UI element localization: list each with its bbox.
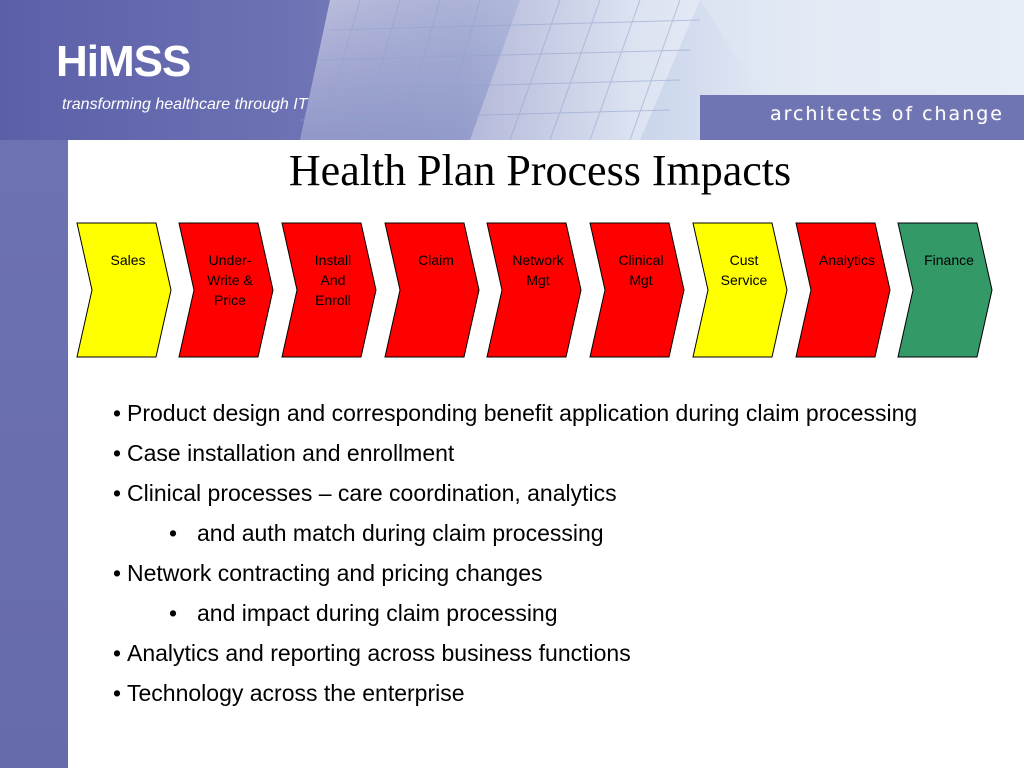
process-step-label: Finance xyxy=(924,252,974,268)
process-step-label: Sales xyxy=(110,252,146,268)
process-step-shape xyxy=(384,222,480,358)
bullet-list: Product design and corresponding benefit… xyxy=(113,398,993,718)
process-step-2: Install And Enroll xyxy=(281,222,377,358)
process-step-7: Analytics xyxy=(795,222,891,358)
process-step-shape xyxy=(589,222,685,358)
process-step-label: Install And Enroll xyxy=(314,252,352,308)
process-step-label: Cust Service xyxy=(720,252,768,288)
process-step-label: Under- Write & Price xyxy=(207,252,253,308)
process-step-shape xyxy=(897,222,993,358)
bullet-item: Analytics and reporting across business … xyxy=(113,638,993,669)
process-step-shape xyxy=(178,222,274,358)
himss-logo: HiMSS xyxy=(56,37,191,86)
logo-tagline: transforming healthcare through IT xyxy=(62,96,308,113)
process-step-0: Sales xyxy=(76,222,172,358)
process-step-3: Claim xyxy=(384,222,480,358)
bullet-item: and auth match during claim processing xyxy=(113,518,993,549)
bullet-item: Clinical processes – care coordination, … xyxy=(113,478,993,509)
process-step-label: Claim xyxy=(418,252,454,268)
bullet-item: Case installation and enrollment xyxy=(113,438,993,469)
process-step-shape xyxy=(281,222,377,358)
process-step-8: Finance xyxy=(897,222,993,358)
process-step-4: Network Mgt xyxy=(486,222,582,358)
process-step-label: Network Mgt xyxy=(512,252,564,288)
process-step-label: Clinical Mgt xyxy=(618,252,664,288)
header-banner: HiMSS transforming healthcare through IT… xyxy=(0,0,1024,140)
process-step-label: Analytics xyxy=(818,252,876,268)
process-step-shape xyxy=(795,222,891,358)
process-step-6: Cust Service xyxy=(692,222,788,358)
bullet-item: and impact during claim processing xyxy=(113,598,993,629)
bullet-item: Technology across the enterprise xyxy=(113,678,993,709)
building-image xyxy=(299,0,1024,140)
bullet-item: Network contracting and pricing changes xyxy=(113,558,993,589)
slide-title: Health Plan Process Impacts xyxy=(288,146,792,195)
process-step-shape xyxy=(692,222,788,358)
process-step-shape xyxy=(76,222,172,358)
header-slogan: architects of change xyxy=(769,103,1004,125)
process-step-5: Clinical Mgt xyxy=(589,222,685,358)
bullet-item: Product design and corresponding benefit… xyxy=(113,398,993,429)
process-step-shape xyxy=(486,222,582,358)
process-step-1: Under- Write & Price xyxy=(178,222,274,358)
